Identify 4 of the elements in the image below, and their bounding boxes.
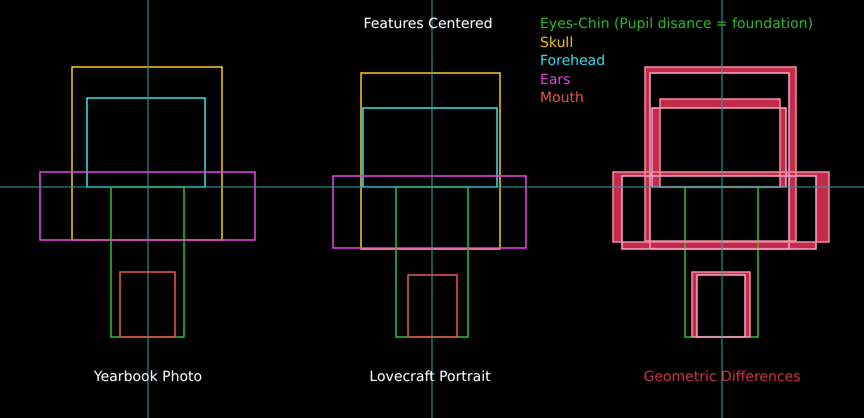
legend-entry: Skull — [540, 34, 574, 52]
legend-entry: Mouth — [540, 89, 584, 107]
legend-entry: Ears — [540, 70, 570, 88]
legend-entry: Forehead — [540, 52, 606, 70]
